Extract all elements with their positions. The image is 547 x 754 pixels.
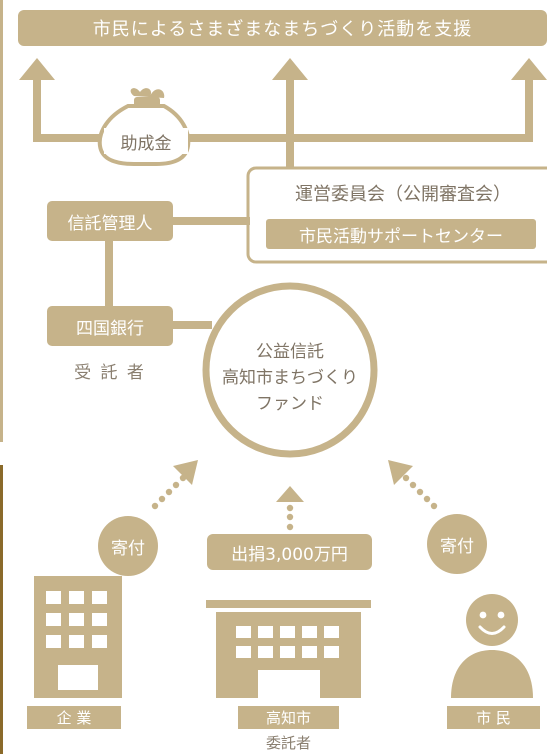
dotted-arrow-center [276, 486, 304, 531]
trust-manager-box [47, 201, 173, 241]
arrow-left-head [19, 58, 55, 80]
citizen-label-box [447, 706, 540, 729]
banner-box [18, 10, 547, 46]
donation-left-label: 寄付 [111, 538, 145, 559]
committee-title: 運営委員会（公開審査会） [295, 184, 511, 205]
donation-right-label: 寄付 [440, 536, 474, 557]
side-rule-upper [0, 0, 3, 442]
dotted-arrow-left [151, 460, 198, 510]
donation-arrows [151, 460, 438, 531]
donation-right-badge [427, 514, 487, 574]
city-label-box [238, 706, 339, 729]
support-arrows [19, 58, 547, 170]
support-center-box [266, 219, 536, 249]
arrow-right-head [511, 58, 547, 80]
manager-to-bank [105, 240, 113, 310]
banner-text: 市民によるさまざまなまちづくり活動を支援 [92, 19, 473, 40]
arrow-center-head [272, 58, 308, 80]
dotted-arrow-right [388, 460, 438, 510]
grant-label: 助成金 [104, 128, 188, 154]
arrow-left-shaft [33, 78, 41, 138]
city-label: 高知市 [265, 709, 311, 727]
bank-box [47, 306, 173, 346]
fund-line-1: 公益信託 [256, 341, 324, 362]
bank-label: 四国銀行 [76, 318, 144, 339]
city-sub-label: 委託者 [265, 733, 311, 752]
donation-left-badge [98, 516, 158, 576]
city-hall-icon [206, 600, 371, 698]
trustee-connectors [105, 217, 250, 329]
arrow-right-shaft [525, 78, 533, 138]
support-center-label: 市民活動サポートセンター [299, 226, 503, 247]
company-label-box [27, 706, 121, 729]
company-label: 企 業 [56, 709, 92, 727]
side-rule-lower [0, 465, 3, 754]
contribution-box [207, 534, 372, 570]
grant-horizontal-line [33, 134, 533, 142]
manager-to-committee [172, 217, 250, 225]
fund-line-3: ファンド [256, 393, 324, 414]
citizen-label: 市 民 [476, 709, 511, 727]
bank-to-fund [172, 321, 212, 329]
arrow-center-shaft [286, 78, 294, 170]
person-icon [451, 594, 533, 698]
contribution-label: 出捐3,000万円 [231, 544, 348, 565]
fund-circle [202, 282, 378, 458]
trust-manager-label: 信託管理人 [67, 213, 153, 234]
trustee-caption: 受 託 者 [74, 362, 146, 383]
fund-line-2: 高知市まちづくり [222, 367, 358, 388]
company-building-icon [34, 576, 122, 698]
